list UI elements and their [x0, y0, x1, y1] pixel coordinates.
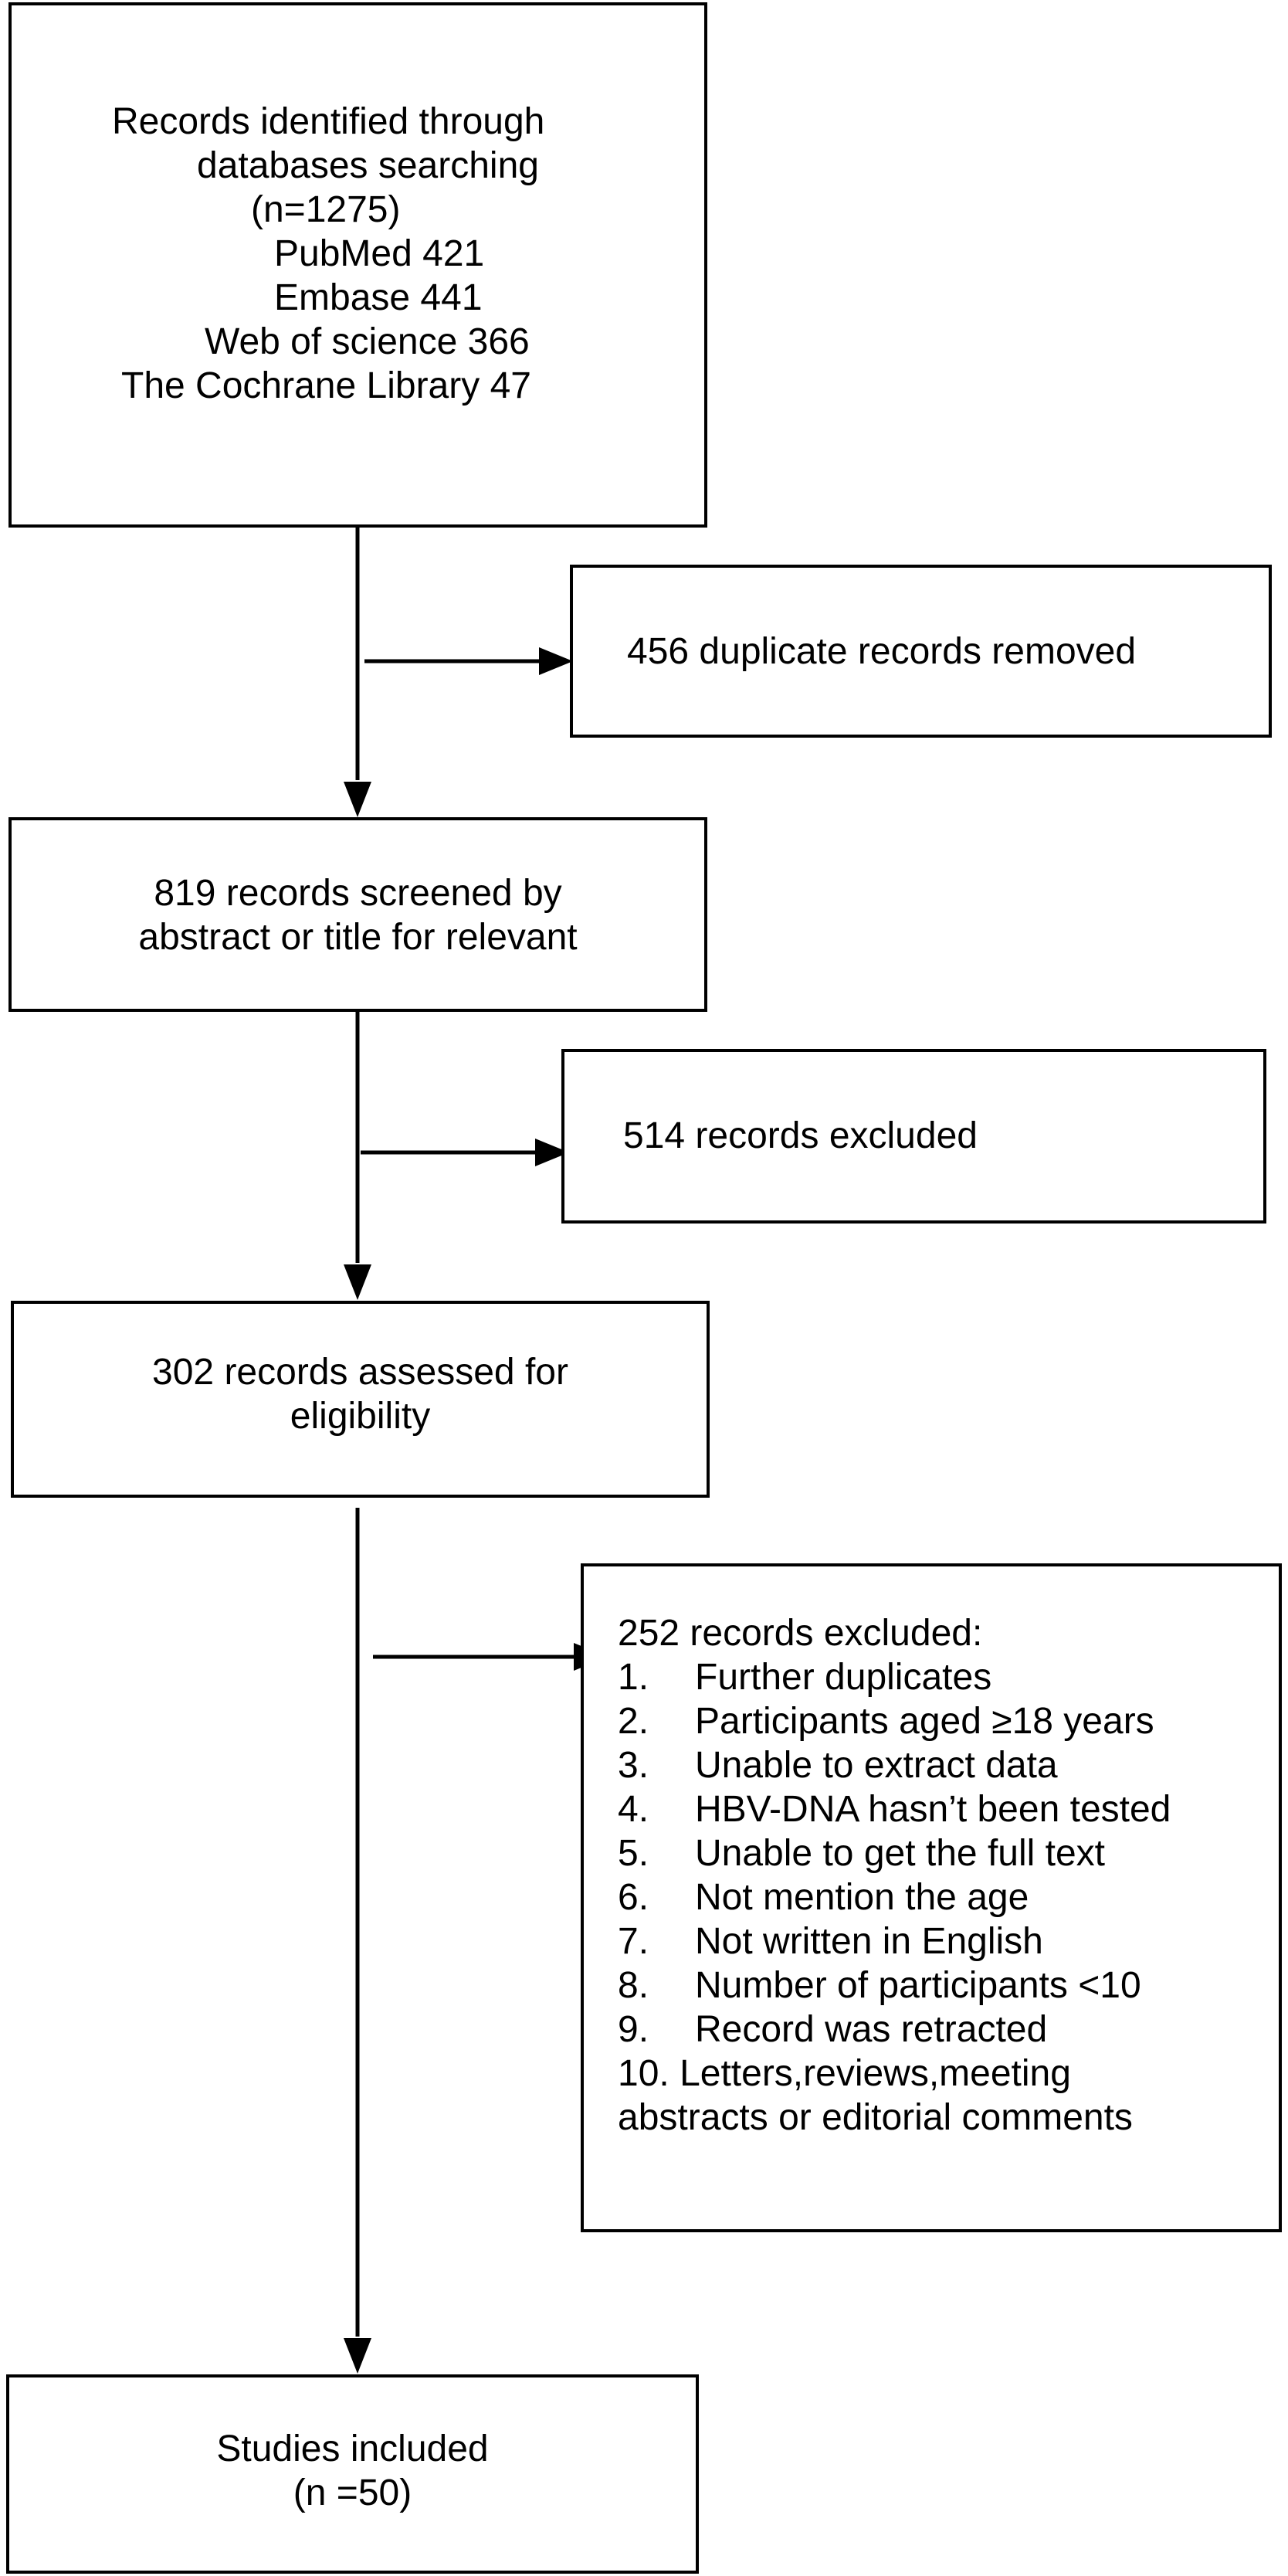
exclusion-reason-text: Not mention the age [695, 1877, 1029, 1918]
exclusion-reason-number: 2. [618, 1701, 649, 1742]
exclusion-reason-text: HBV-DNA hasn’t been tested [695, 1789, 1171, 1830]
exclusion-reason-number: 5. [618, 1833, 649, 1874]
studies-included-box: Studies included (n =50) [6, 2374, 699, 2574]
duplicates-removed-box: 456 duplicate records removed [570, 565, 1272, 738]
identified-cochrane: The Cochrane Library 47 [121, 365, 531, 406]
exclusion-reason-number: 3. [618, 1745, 649, 1786]
exclusion-reason-number: 8. [618, 1965, 649, 2006]
identified-line-1: Records identified through [112, 101, 545, 142]
records-excluded-screen-box: 514 records excluded [561, 1049, 1266, 1224]
identified-embase: Embase 441 [274, 277, 483, 318]
exclusion-reason-5: 5. Unable to get the full text [618, 1831, 1279, 1875]
exclusion-reason-4: 4. HBV-DNA hasn’t been tested [618, 1787, 1279, 1831]
exclusion-reason-text: Unable to extract data [695, 1745, 1058, 1786]
exclusion-reason-text: Number of participants <10 [695, 1965, 1141, 2006]
exclusion-reason-number: 7. [618, 1921, 649, 1962]
exclusion-reason-8: 8. Number of participants <10 [618, 1963, 1279, 2008]
excluded-full-title: 252 records excluded: [618, 1613, 983, 1654]
exclusion-reason-number: 4. [618, 1789, 649, 1830]
exclusion-reason-number: 6. [618, 1877, 649, 1918]
exclusion-reason-6: 6. Not mention the age [618, 1875, 1279, 1919]
identified-web-of-science: Web of science 366 [205, 321, 530, 362]
exclusion-reason-text: Participants aged ≥18 years [695, 1701, 1154, 1742]
side-arrowhead-2 [535, 1139, 569, 1166]
main-arrowhead-1 [344, 782, 371, 817]
included-count: (n =50) [293, 2472, 412, 2513]
assessed-line-2: eligibility [290, 1396, 431, 1437]
identified-pubmed: PubMed 421 [274, 233, 485, 274]
exclusion-reason-7: 7. Not written in English [618, 1919, 1279, 1963]
exclusion-reason-3: 3. Unable to extract data [618, 1743, 1279, 1787]
duplicates-removed-text: 456 duplicate records removed [627, 631, 1137, 672]
exclusion-reason-10-cont: abstracts or editorial comments [618, 2097, 1133, 2138]
main-arrowhead-2 [344, 1264, 371, 1300]
exclusion-reason-number: 9. [618, 2009, 649, 2050]
records-identified-box: Records identified through databases sea… [8, 2, 707, 528]
exclusion-reason-text: Not written in English [695, 1921, 1043, 1962]
main-arrowhead-3 [344, 2338, 371, 2374]
exclusion-reason-text: Record was retracted [695, 2009, 1048, 2050]
exclusion-reason-text: Further duplicates [695, 1657, 992, 1698]
exclusion-reason-text: Unable to get the full text [695, 1833, 1105, 1874]
assessed-line-1: 302 records assessed for [152, 1352, 568, 1393]
identified-count: (n=1275) [251, 189, 401, 230]
records-screened-box: 819 records screened by abstract or titl… [8, 817, 707, 1012]
records-assessed-box: 302 records assessed for eligibility [11, 1301, 710, 1498]
exclusion-reason-1: 1. Further duplicates [618, 1655, 1279, 1699]
excluded-screen-text: 514 records excluded [623, 1115, 978, 1156]
exclusion-reason-number: 1. [618, 1657, 649, 1698]
screened-line-2: abstract or title for relevant [138, 917, 578, 958]
identified-line-2: databases searching [197, 145, 539, 186]
exclusion-reason-2: 2. Participants aged ≥18 years [618, 1699, 1279, 1743]
screened-line-1: 819 records screened by [154, 873, 562, 914]
exclusion-reason-10: 10. Letters,reviews,meeting [618, 2053, 1071, 2094]
included-line-1: Studies included [216, 2428, 489, 2469]
records-excluded-full-box: 252 records excluded: 1. Further duplica… [581, 1563, 1282, 2232]
exclusion-reason-9: 9. Record was retracted [618, 2008, 1279, 2052]
side-arrowhead-1 [539, 647, 573, 675]
